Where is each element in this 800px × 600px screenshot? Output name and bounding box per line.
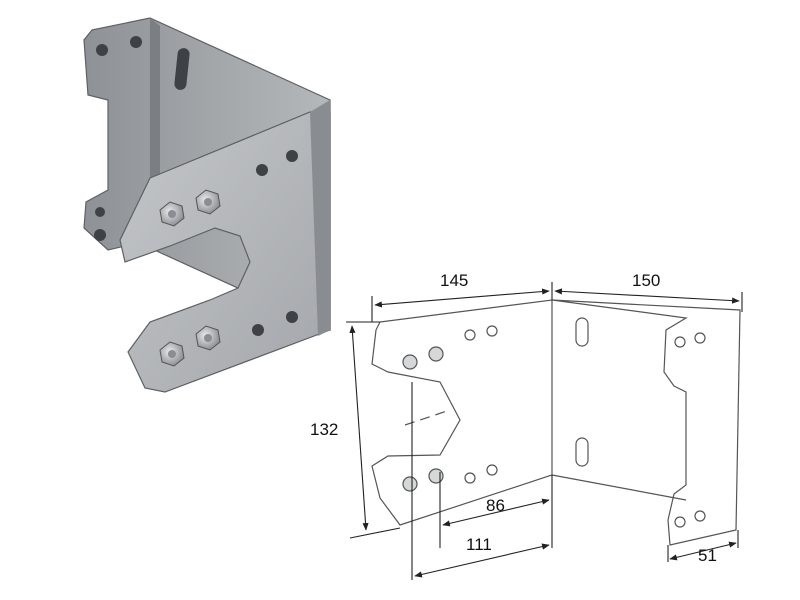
bracket-line-drawing — [371, 299, 741, 546]
slot-hole — [174, 48, 190, 90]
dim-line-132 — [349, 325, 369, 531]
bracket-3d-render — [83, 17, 331, 393]
dim-label-51: 51 — [698, 546, 717, 565]
dim-label-150: 150 — [632, 271, 660, 290]
dim-label-111: 111 — [466, 535, 492, 554]
right-plate-outline — [551, 299, 741, 546]
dimension-lines — [346, 282, 743, 580]
dim-line-150 — [554, 288, 740, 304]
dim-line-86 — [442, 498, 550, 527]
dim-line-145 — [374, 288, 550, 308]
dim-label-145: 145 — [440, 271, 468, 290]
dim-label-86: 86 — [486, 496, 505, 515]
dim-line-111 — [414, 543, 550, 578]
dim-label-132: 132 — [310, 420, 338, 439]
dim-line-51 — [669, 541, 737, 561]
left-plate-outline — [371, 299, 553, 526]
nut-icon — [159, 189, 221, 367]
